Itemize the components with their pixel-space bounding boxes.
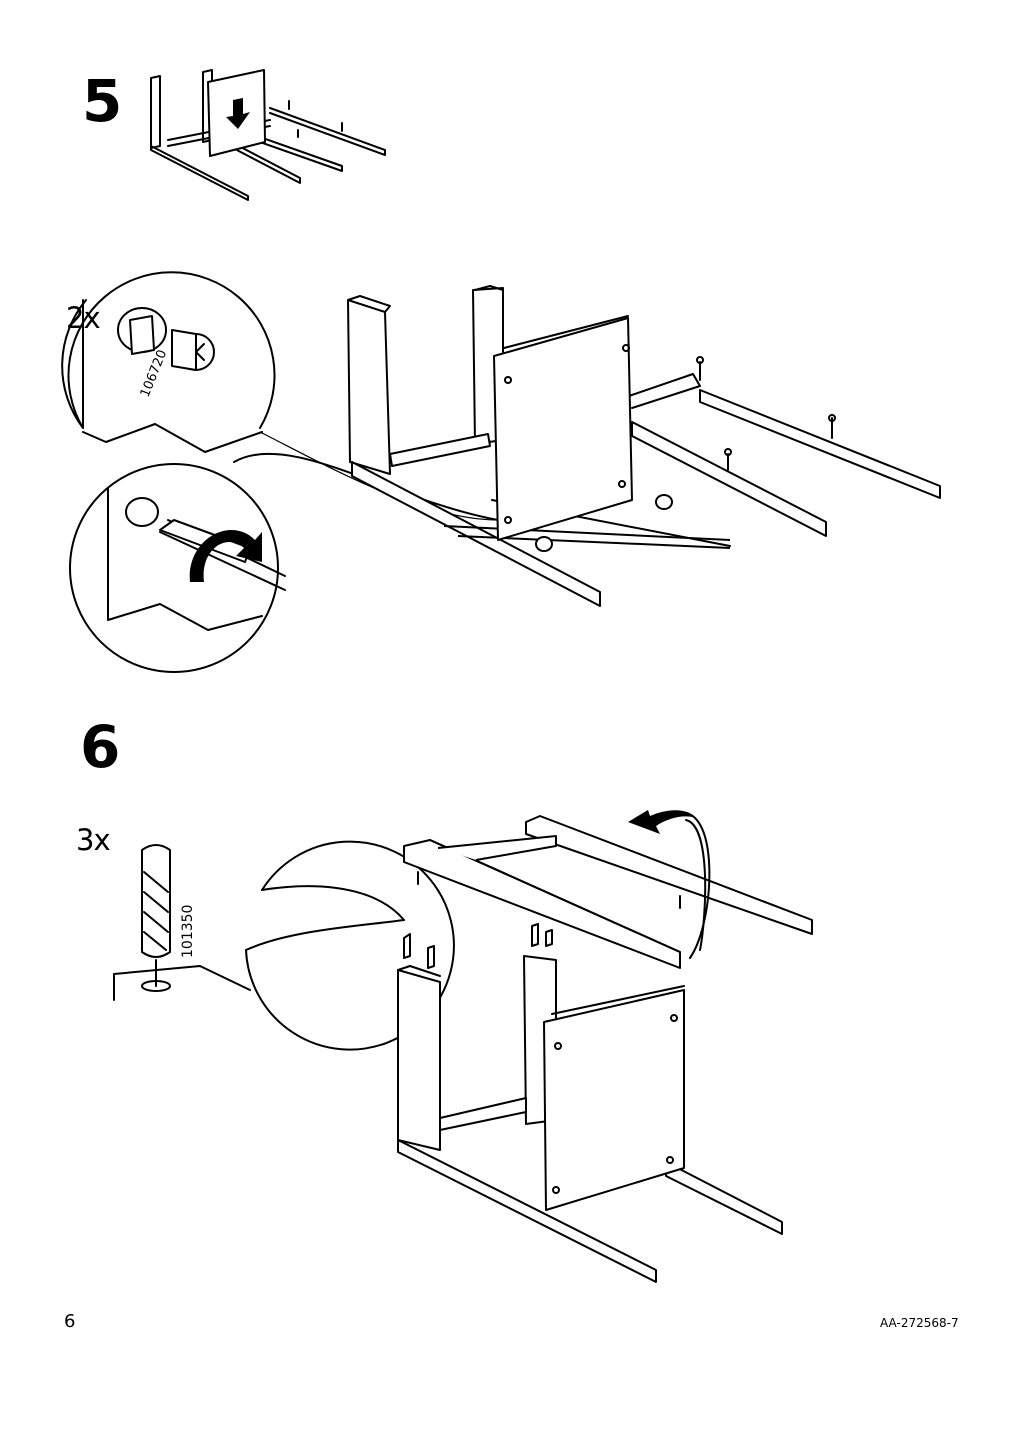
part-number-106720: 106720	[138, 348, 171, 400]
press-panel-down-arrow-icon	[226, 98, 250, 129]
step-5-detail-top	[61, 271, 276, 453]
step-6-quantity: 3x	[76, 823, 111, 857]
step-5-overview-illustration	[150, 69, 386, 201]
step-6-main-illustration	[397, 815, 813, 1283]
step-5-number: 5	[82, 67, 123, 135]
step-6-number: 6	[80, 713, 121, 781]
rotate-top-frame-arrow-icon	[628, 810, 711, 959]
cam-lock-insert-icon	[129, 315, 215, 371]
screwdriver-turn-clockwise-icon	[125, 497, 262, 582]
document-code: AA-272568-7	[880, 1316, 959, 1330]
wooden-dowel-icon	[141, 844, 171, 992]
step-5-main-illustration	[347, 285, 941, 607]
page-number: 6	[64, 1311, 76, 1332]
step-5-detail-bottom	[69, 463, 286, 673]
part-number-101350: 101350	[180, 905, 196, 958]
